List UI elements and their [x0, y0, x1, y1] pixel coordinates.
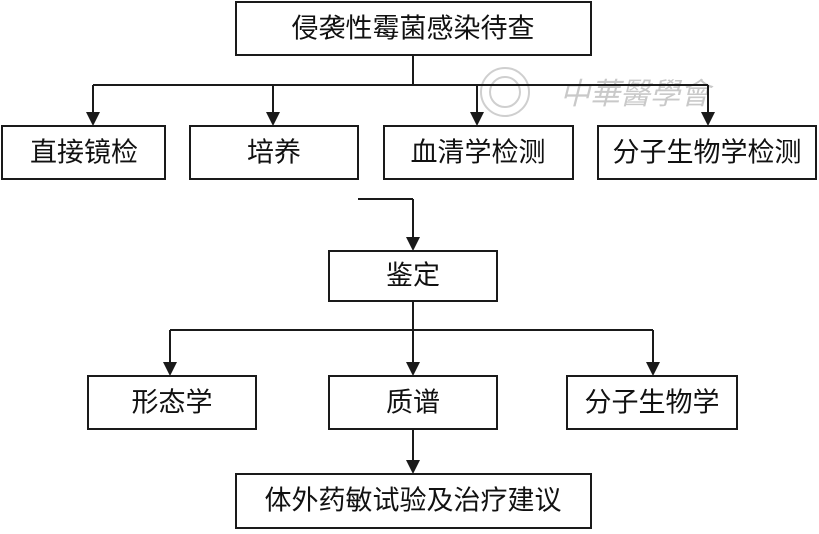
node-culture-label: 培养 — [247, 138, 301, 169]
node-root-label: 侵袭性霉菌感染待查 — [292, 14, 535, 45]
node-direct-microscopy: 直接镜检 — [1, 125, 166, 180]
node-identification: 鉴定 — [328, 250, 498, 302]
node-ast-treatment-label: 体外药敏试验及治疗建议 — [265, 486, 562, 517]
watermark-text: 中華醫學會 — [560, 77, 714, 112]
node-morphology: 形态学 — [87, 375, 257, 430]
node-root: 侵袭性霉菌感染待查 — [235, 1, 592, 56]
node-direct-microscopy-label: 直接镜检 — [30, 138, 138, 169]
seal-circle-inner — [489, 76, 521, 108]
node-identification-label: 鉴定 — [386, 261, 440, 292]
node-mass-spec: 质谱 — [328, 375, 498, 430]
node-molecular-bio-label: 分子生物学 — [585, 388, 720, 419]
node-serology-label: 血清学检测 — [411, 138, 546, 169]
node-molecular-test: 分子生物学检测 — [597, 125, 817, 180]
node-molecular-bio: 分子生物学 — [566, 375, 738, 430]
node-serology: 血清学检测 — [383, 125, 574, 180]
node-culture: 培养 — [189, 125, 359, 180]
node-morphology-label: 形态学 — [132, 388, 213, 419]
seal-circle-outer — [480, 67, 530, 117]
watermark-logo: 中華醫學會 — [480, 67, 714, 117]
edges — [86, 55, 715, 474]
node-molecular-test-label: 分子生物学检测 — [613, 138, 802, 169]
node-mass-spec-label: 质谱 — [386, 388, 440, 419]
node-ast-treatment: 体外药敏试验及治疗建议 — [235, 473, 592, 529]
